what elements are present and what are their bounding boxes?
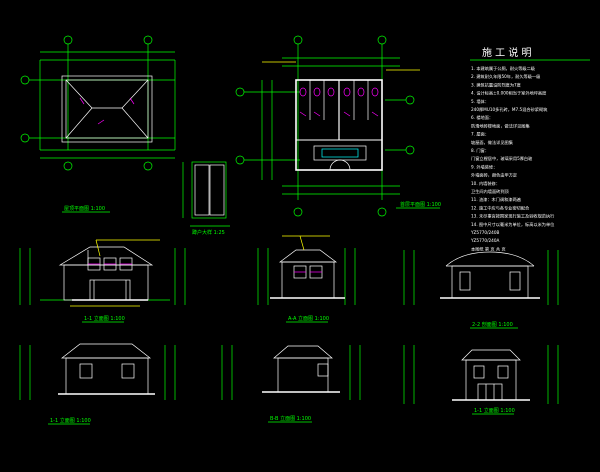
door-detail-title: 蹲户大样 1:25 (192, 229, 225, 236)
notes-line: 9. 外墙装修： (471, 163, 497, 170)
section-top-right (403, 250, 559, 329)
notes-line: 6. 楼地面： (471, 114, 493, 121)
axis-bubble (143, 161, 153, 171)
axis-bubble (20, 75, 30, 85)
notes-line: YZ5770/240B (470, 230, 499, 235)
elevation-top-mid (257, 235, 356, 323)
axis-bubble (20, 133, 30, 143)
notes-line: 5. 墙体： (471, 98, 489, 105)
notes-line: 3. 建筑抗震设防烈度为7度 (471, 81, 522, 88)
floor-plan (235, 35, 440, 217)
elev-top-left-title: 1-1 立面图 1:100 (84, 315, 125, 322)
notes-line: 10. 内墙装修： (471, 180, 500, 187)
door-detail (182, 161, 230, 227)
axis-bubble (293, 207, 303, 217)
notes-line: 13. 未尽事宜按国家现行施工及验收规范执行 (471, 213, 554, 220)
notes-line: 8. 门窗： (471, 147, 489, 154)
notes-line: 本图纸 第 页 共 页 (471, 245, 506, 252)
axis-bubble (293, 35, 303, 45)
notes-line: 门窗立樘居中，玻璃采用5厚白玻 (471, 155, 533, 162)
elev-bottom-left-title: 1-1 立面图 1:100 (50, 417, 91, 424)
notes-line: 11. 油漆：木门调和漆两遍 (471, 196, 522, 203)
roof-plan-title: 屋顶平面图 1:100 (64, 206, 105, 212)
axis-bubble (235, 155, 245, 165)
notes-line: 240厚MU10多孔砖，M7.5混合砂浆砌筑 (471, 106, 548, 113)
axis-bubble (377, 207, 387, 217)
elevation-bottom-right (403, 345, 559, 415)
elevation-top-left (19, 239, 186, 323)
notes-line: 2. 建筑耐久年限50年，耐久等级一级 (471, 73, 541, 80)
notes-line: 坡屋面，做法详见图集 (471, 139, 514, 146)
elev-bottom-mid-title: B-B 立面图 1:100 (270, 415, 311, 422)
floor-plan-title: 首层平面图 1:100 (400, 201, 441, 208)
axis-bubble (405, 145, 415, 155)
elevation-bottom-left (19, 343, 176, 425)
notes-line: 14. 图中尺寸以毫米为单位，标高以米为单位 (471, 221, 554, 228)
notes-line: 7. 屋面： (471, 132, 489, 138)
notes-line: YZ5770/240A (470, 238, 499, 243)
axis-bubble (377, 35, 387, 45)
axis-bubble (63, 35, 73, 45)
notes-line: 1. 本建筑属于公厕，耐火等级二级 (471, 65, 536, 72)
notes-line: 卫生间内墙面砖到顶 (471, 188, 510, 195)
axis-bubble (405, 95, 415, 105)
axis-bubble (235, 87, 245, 97)
roof-plan (20, 35, 176, 213)
notes-line: 12. 施工中应与各专业密切配合 (471, 204, 530, 211)
elev-bottom-right-title: 1-1 立面图 1:100 (474, 407, 515, 414)
notes-line: 4. 设计标高±0.000相当于室外地坪高度 (471, 90, 547, 97)
axis-bubble (63, 161, 73, 171)
elev-top-mid-title: A-A 立面图 1:100 (288, 315, 329, 322)
axis-bubble (143, 35, 153, 45)
section-top-right-title: 2-2 剖面图 1:100 (472, 321, 513, 328)
notes-line: 防滑地砖楼地面，做法详见图集 (471, 122, 530, 129)
notes-line: 外墙面砖，颜色由甲方定 (471, 172, 517, 179)
elevation-bottom-mid (221, 345, 361, 423)
notes-title: 施 工 说 明 (482, 46, 532, 59)
